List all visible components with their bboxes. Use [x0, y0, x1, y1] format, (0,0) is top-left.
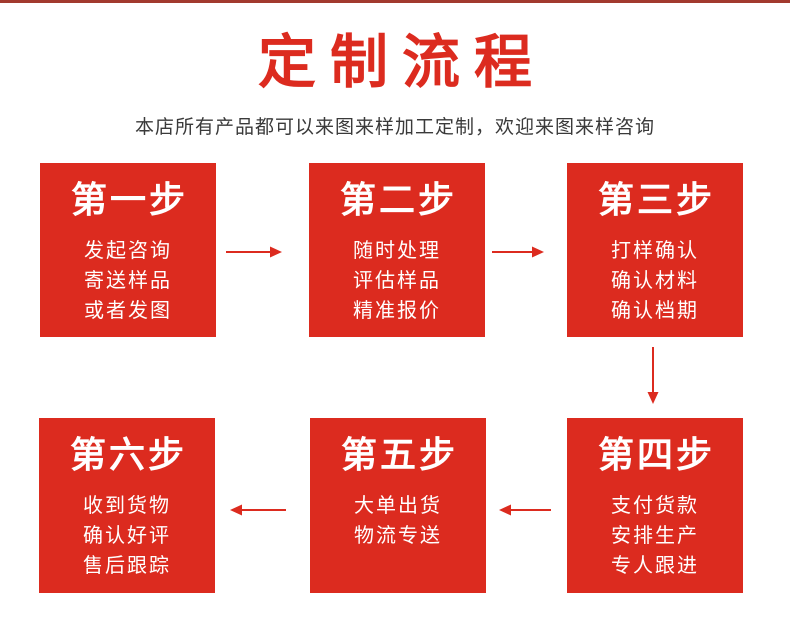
step-item: 收到货物: [83, 495, 171, 517]
page-title: 定制流程: [257, 30, 546, 95]
step-box-4: 第四步 支付货款 安排生产 专人跟进: [567, 418, 743, 593]
step-item: 寄送样品: [84, 270, 172, 292]
step-item: 确认档期: [611, 300, 699, 322]
step-label: 第三步: [597, 179, 715, 220]
step-label: 第二步: [339, 179, 457, 220]
step-item: 或者发图: [84, 300, 172, 322]
step-box-2: 第二步 随时处理 评估样品 精准报价: [309, 163, 485, 337]
page-subtitle: 本店所有产品都可以来图来样加工定制，欢迎来图来样咨询: [134, 117, 655, 138]
step-item: 随时处理: [353, 240, 441, 262]
step-item: 物流专送: [354, 525, 442, 547]
step-label: 第五步: [340, 434, 458, 475]
top-divider-line: [0, 0, 790, 3]
step-box-5: 第五步 大单出货 物流专送: [310, 418, 486, 593]
step-item: 大单出货: [354, 495, 442, 517]
step-item: 打样确认: [611, 240, 699, 262]
arrow-down-icon: [647, 347, 659, 404]
step-item-list: 发起咨询 寄送样品 或者发图: [84, 241, 172, 322]
step-item-list: 收到货物 确认好评 售后跟踪: [83, 496, 171, 577]
arrow-right-icon: [226, 246, 282, 258]
step-item-list: 打样确认 确认材料 确认档期: [611, 241, 699, 322]
step-label: 第六步: [69, 434, 187, 475]
step-label: 第一步: [70, 179, 188, 220]
step-box-6: 第六步 收到货物 确认好评 售后跟踪: [39, 418, 215, 593]
step-item-list: 支付货款 安排生产 专人跟进: [611, 496, 699, 577]
step-item: 确认材料: [611, 270, 699, 292]
step-item: 售后跟踪: [83, 555, 171, 577]
step-item: 确认好评: [83, 525, 171, 547]
step-item: 精准报价: [353, 300, 441, 322]
step-box-1: 第一步 发起咨询 寄送样品 或者发图: [40, 163, 216, 337]
step-item: 评估样品: [353, 270, 441, 292]
arrow-right-icon: [492, 246, 544, 258]
step-item: 专人跟进: [611, 555, 699, 577]
step-box-3: 第三步 打样确认 确认材料 确认档期: [567, 163, 743, 337]
step-item: 发起咨询: [84, 240, 172, 262]
step-item-list: 大单出货 物流专送: [354, 496, 442, 547]
step-label: 第四步: [597, 434, 715, 475]
step-item: 安排生产: [611, 525, 699, 547]
step-item-list: 随时处理 评估样品 精准报价: [353, 241, 441, 322]
step-item: 支付货款: [611, 495, 699, 517]
arrow-left-icon: [499, 504, 551, 516]
arrow-left-icon: [230, 504, 286, 516]
